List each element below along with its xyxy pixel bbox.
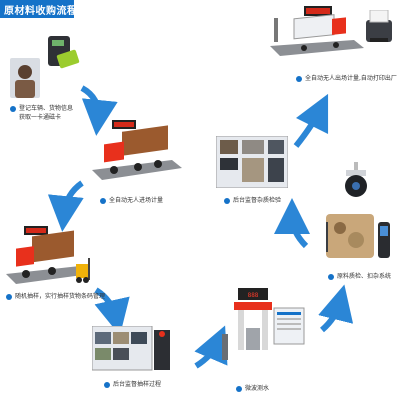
step-6-line-1: 原料质检、扣杂系统 xyxy=(337,273,392,280)
step-5-text: 微波测水 xyxy=(245,384,269,393)
step-3-text: 随机抽样，实行抽样货物条码管理 xyxy=(15,292,105,301)
step-8-line-1: 全自动无人出场计量,自动打印出厂 xyxy=(305,75,397,82)
flow-arrow-icon xyxy=(80,85,118,136)
step-2-text: 全自动无人进场计量 xyxy=(109,196,163,205)
step-7-caption: 后台监督杂质检验 xyxy=(224,196,281,205)
step-8-text: 全自动无人出场计量,自动打印出厂 xyxy=(305,74,397,83)
flow-arrow-icon xyxy=(94,287,130,336)
forklift-icon xyxy=(76,258,90,283)
flow-arrow-icon xyxy=(194,325,228,369)
weigh-display: 888 xyxy=(240,292,266,300)
dome-camera-icon xyxy=(345,162,367,197)
truck-icon xyxy=(92,120,182,180)
flow-arrow-icon xyxy=(47,180,84,232)
step-6-caption: 原料质检、扣杂系统 xyxy=(328,272,391,281)
bullet-icon xyxy=(10,106,16,112)
title-bar: 原材料收购流程图 xyxy=(0,0,88,18)
receipt-printer-icon xyxy=(366,10,392,42)
step-3-line-1: 随机抽样，实行抽样货物条码管理 xyxy=(15,293,106,300)
step-3-caption: 随机抽样，实行抽样货物条码管理 xyxy=(6,292,105,301)
step-6-text: 原料质检、扣杂系统 xyxy=(337,272,391,281)
monitor-icon xyxy=(92,326,170,371)
truck-icon xyxy=(270,6,364,56)
bullet-icon xyxy=(296,76,302,82)
bullet-icon xyxy=(328,274,334,280)
weigh-display-text: 888 xyxy=(247,292,259,299)
step-1-line-2: 获取一卡通磁卡 xyxy=(19,114,62,121)
bullet-icon xyxy=(6,294,12,300)
step-2-caption: 全自动无人进场计量 xyxy=(100,196,163,205)
card-reader-icon xyxy=(48,36,80,69)
grain-sample-image xyxy=(326,214,374,258)
step-1-caption: 登记车辆、货物信息 获取一卡通磁卡 xyxy=(10,104,73,122)
step-4-text: 后台监督抽样过程 xyxy=(113,380,161,389)
step-5-line-1: 微波测水 xyxy=(245,385,270,392)
handheld-scanner-icon xyxy=(378,222,390,258)
moisture-meter-icon xyxy=(222,288,305,360)
step-7-text: 后台监督杂质检验 xyxy=(233,196,281,205)
flow-arrow-icon xyxy=(293,93,329,148)
step-7-line-1: 后台监督杂质检验 xyxy=(233,197,282,204)
bullet-icon xyxy=(236,386,242,392)
bullet-icon xyxy=(224,198,230,204)
step-8-caption: 全自动无人出场计量,自动打印出厂 xyxy=(296,74,397,83)
flow-arrow-icon xyxy=(274,198,311,249)
page-title: 原材料收购流程图 xyxy=(4,6,88,17)
registration-person-icon xyxy=(10,58,40,98)
step-1-text: 登记车辆、货物信息 获取一卡通磁卡 xyxy=(19,104,73,122)
monitor-icon xyxy=(216,136,288,188)
truck-icon xyxy=(6,226,90,284)
step-4-caption: 后台监督抽样过程 xyxy=(104,380,161,389)
step-2-line-1: 全自动无人进场计量 xyxy=(109,197,164,204)
step-4-line-1: 后台监督抽样过程 xyxy=(113,381,162,388)
flow-arrow-icon xyxy=(318,284,354,333)
bullet-icon xyxy=(104,382,110,388)
bullet-icon xyxy=(100,198,106,204)
step-5-caption: 微波测水 xyxy=(236,384,269,393)
step-1-line-1: 登记车辆、货物信息 xyxy=(19,105,74,112)
